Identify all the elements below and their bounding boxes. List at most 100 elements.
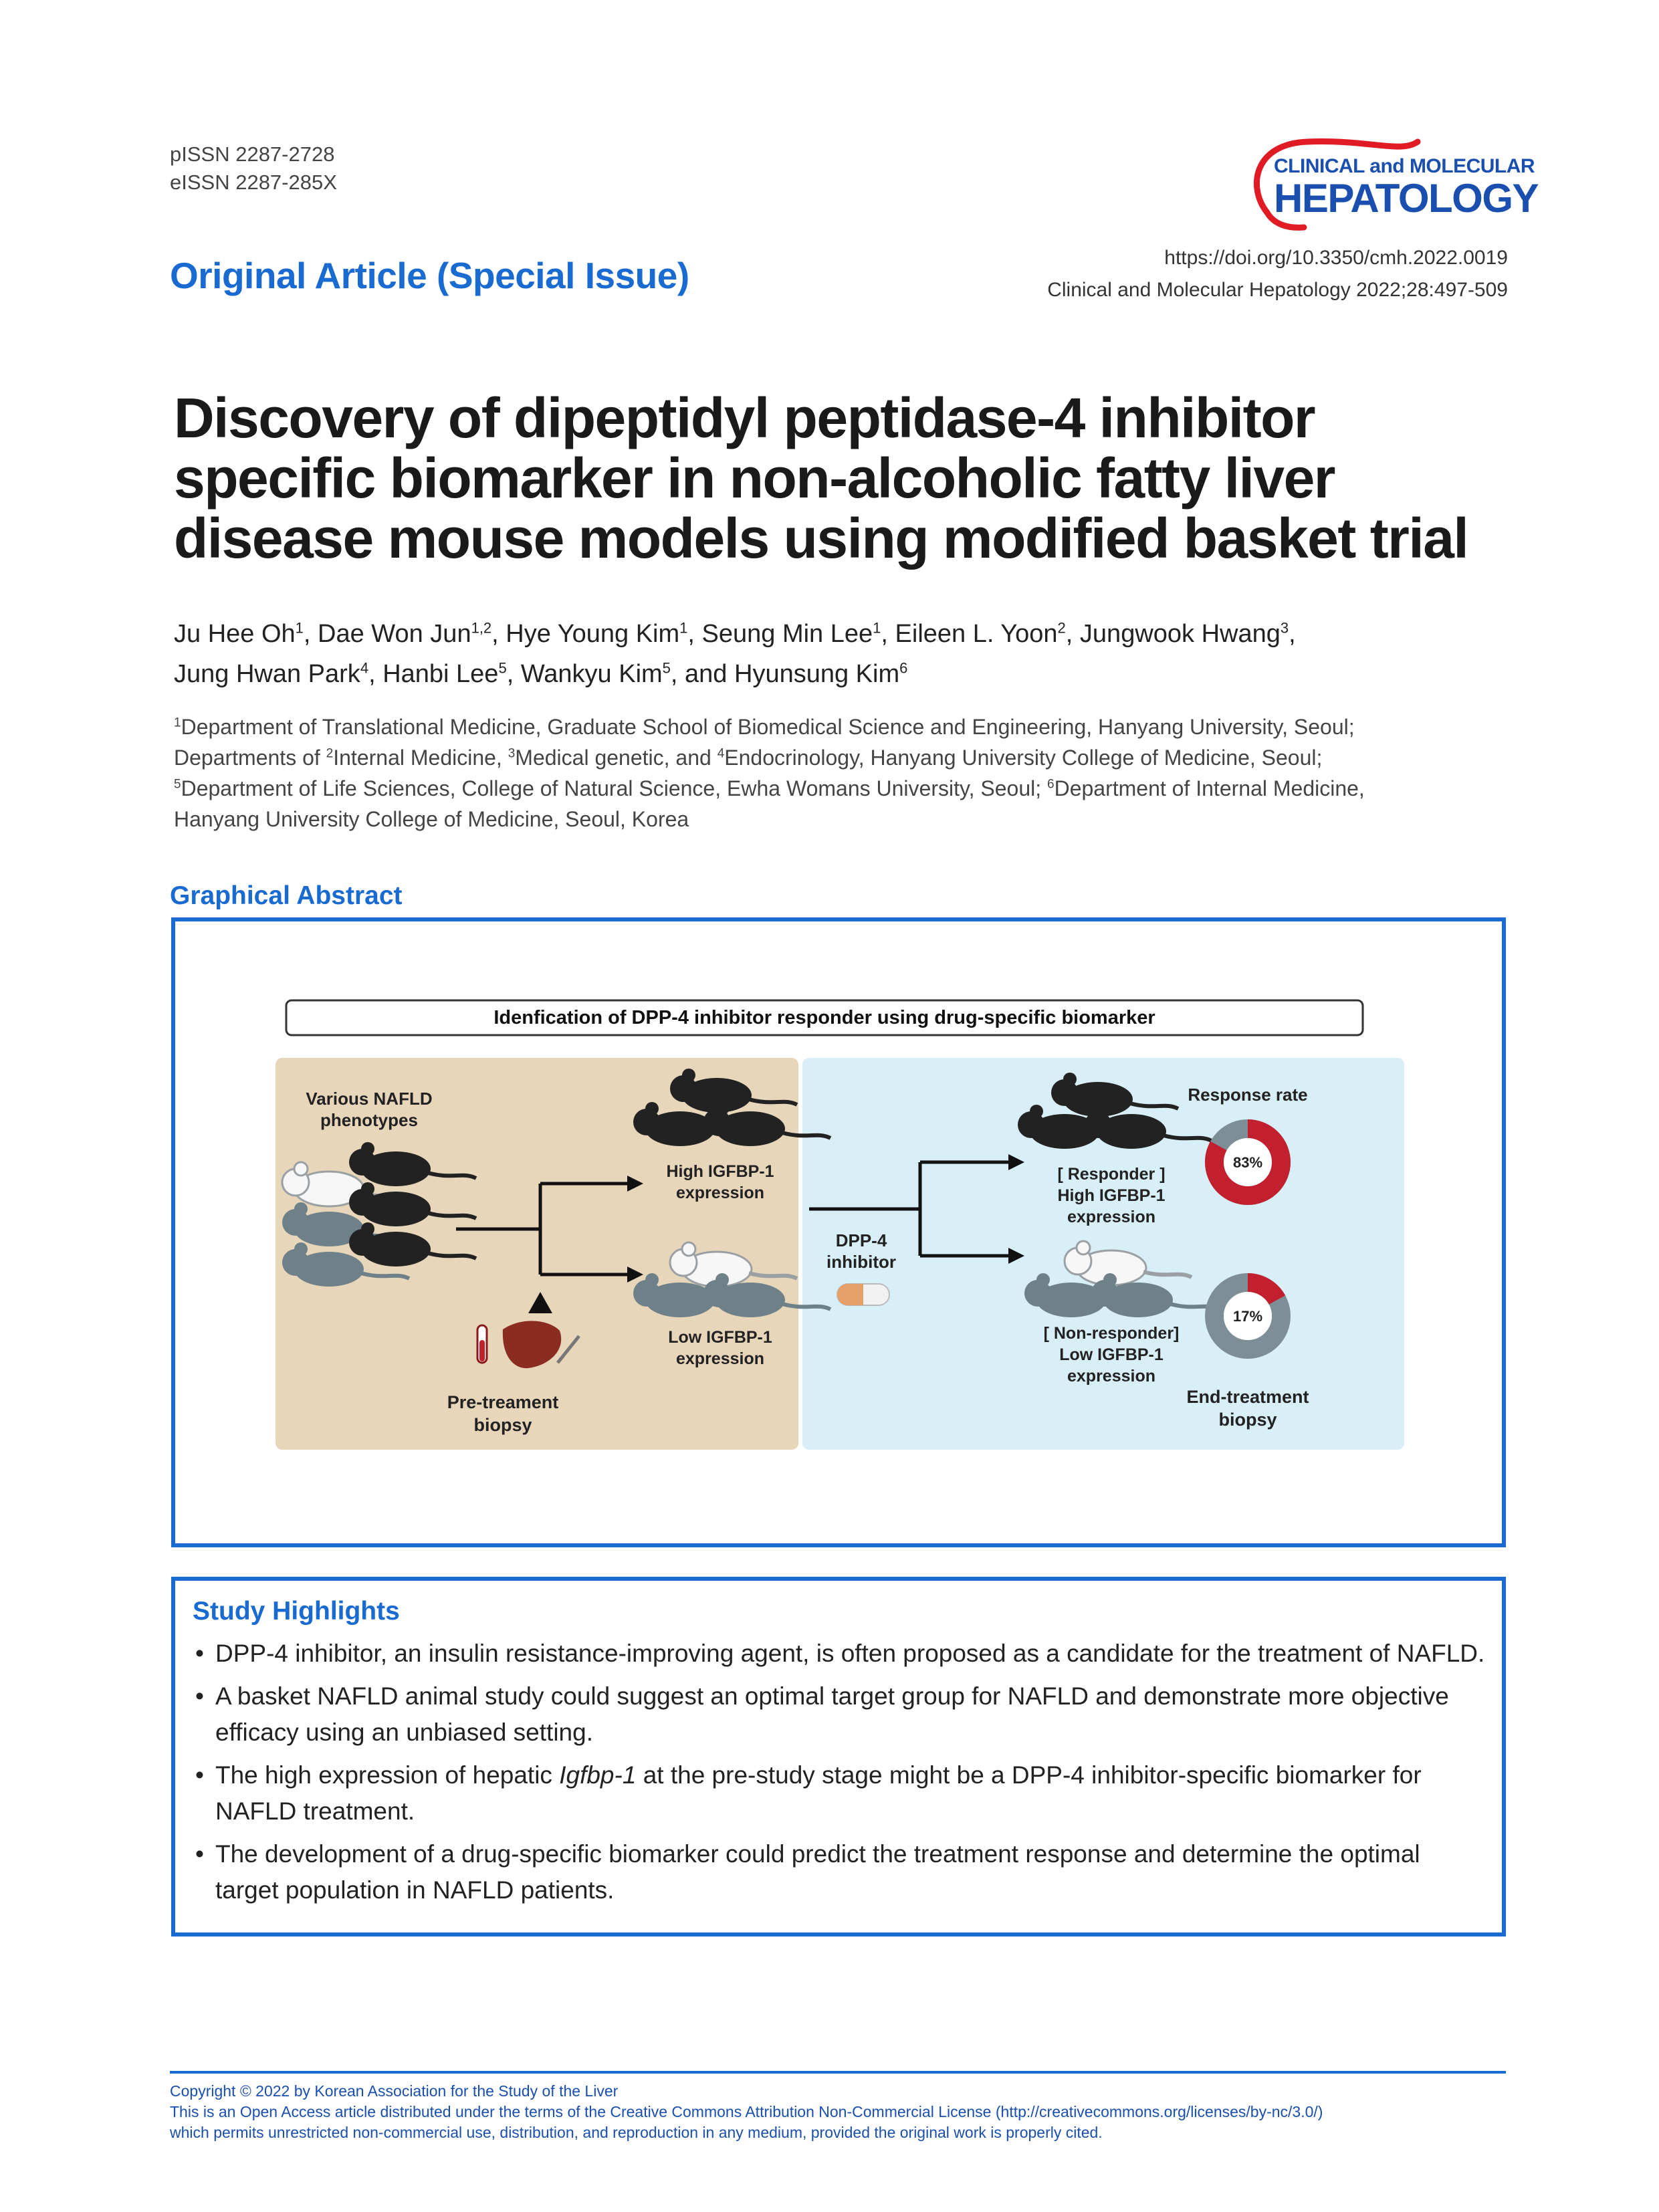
nonresponder-label-3: expression xyxy=(1067,1367,1155,1386)
split-arrow-left xyxy=(456,1182,630,1277)
affil-mark: 5 xyxy=(174,777,181,792)
affil-text: Departments of xyxy=(174,746,326,770)
affil-text: Department of Life Sciences, College of … xyxy=(181,776,1047,800)
author-affil: 3 xyxy=(1280,619,1289,637)
pill-icon xyxy=(837,1283,890,1306)
blood-tube-icon xyxy=(476,1324,488,1364)
highlight-item: DPP-4 inhibitor, an insulin resistance-i… xyxy=(193,1636,1486,1672)
affil-mark: 3 xyxy=(508,746,516,761)
study-highlights-box: Study Highlights DPP-4 inhibitor, an ins… xyxy=(171,1577,1506,1937)
donut-hole xyxy=(1224,1292,1272,1340)
title-line-3: disease mouse models using modified bask… xyxy=(174,507,1469,570)
author-affil: 2 xyxy=(1057,619,1066,637)
highlight-item: The high expression of hepatic Igfbp-1 a… xyxy=(193,1757,1486,1830)
author-affil: 4 xyxy=(360,659,369,677)
low-label-1: Low IGFBP-1 xyxy=(668,1328,772,1347)
responder-label-3: expression xyxy=(1067,1208,1155,1226)
dpp4-label-1: DPP-4 xyxy=(836,1230,887,1250)
ga-banner-text: Idenfication of DPP-4 inhibitor responde… xyxy=(493,1007,1155,1028)
donut-chart-responder xyxy=(1205,1119,1291,1205)
graphical-abstract-box: Idenfication of DPP-4 inhibitor responde… xyxy=(171,917,1506,1547)
author-separator: , xyxy=(881,620,895,648)
donut-low-label: 17% xyxy=(1233,1308,1262,1325)
needle-icon xyxy=(556,1335,580,1364)
arrow-head-icon xyxy=(1008,1248,1024,1264)
author-separator: , xyxy=(1065,620,1080,648)
author-separator: , and xyxy=(670,660,734,688)
liver-icon xyxy=(502,1321,562,1369)
author-name: Hyunsung Kim xyxy=(734,660,900,688)
affil-text: Endocrinology, Hanyang University Colleg… xyxy=(724,746,1323,770)
author-separator: , xyxy=(491,620,506,648)
affil-line-3: 5Department of Life Sciences, College of… xyxy=(174,773,1505,804)
journal-logo: CLINICAL and MOLECULAR HEPATOLOGY xyxy=(1234,134,1539,241)
author-affil: 5 xyxy=(662,659,671,677)
license-line-1[interactable]: This is an Open Access article distribut… xyxy=(170,2103,1323,2120)
doi-link[interactable]: https://doi.org/10.3350/cmh.2022.0019 xyxy=(1164,247,1508,269)
affil-line-2: Departments of 2Internal Medicine, 3Medi… xyxy=(174,742,1505,773)
article-type: Original Article (Special Issue) xyxy=(170,255,689,296)
footer-divider xyxy=(170,2071,1506,2074)
title-line-2: specific biomarker in non-alcoholic fatt… xyxy=(174,447,1336,510)
author-separator: , xyxy=(506,660,521,688)
affil-mark: 6 xyxy=(1047,777,1055,792)
affil-mark: 1 xyxy=(174,715,181,730)
graphical-abstract-figure: Idenfication of DPP-4 inhibitor responde… xyxy=(275,999,1404,1450)
author-affil: 6 xyxy=(899,659,908,677)
affil-mark: 2 xyxy=(326,746,334,761)
author-name: Eileen L. Yoon xyxy=(895,620,1058,648)
eissn: eISSN 2287-285X xyxy=(170,171,337,194)
footer: Copyright © 2022 by Korean Association f… xyxy=(170,2081,1507,2143)
graphical-abstract-label: Graphical Abstract xyxy=(170,881,403,910)
ga-banner xyxy=(285,999,1364,1036)
end-biopsy-label-1: End-treatment xyxy=(1186,1387,1309,1407)
author-separator: , xyxy=(368,660,383,688)
affil-text: Internal Medicine, xyxy=(333,746,508,770)
study-highlights-title: Study Highlights xyxy=(193,1597,400,1626)
gene-name: Igfbp-1 xyxy=(559,1761,637,1789)
author-separator: , xyxy=(687,620,702,648)
highlight-item: A basket NAFLD animal study could sugges… xyxy=(193,1678,1486,1751)
author-name: Jung Hwan Park xyxy=(174,660,360,688)
high-label-1: High IGFBP-1 xyxy=(666,1162,774,1181)
affil-text: Department of Translational Medicine, Gr… xyxy=(181,715,1355,739)
donut-segment xyxy=(1205,1119,1291,1205)
left-title-line-2: phenotypes xyxy=(320,1110,418,1130)
title-line-1: Discovery of dipeptidyl peptidase-4 inhi… xyxy=(174,386,1316,449)
affil-line-1: 1Department of Translational Medicine, G… xyxy=(174,711,1505,742)
license-line-2: which permits unrestricted non-commercia… xyxy=(170,2124,1103,2141)
article-title: Discovery of dipeptidyl peptidase-4 inhi… xyxy=(174,388,1511,568)
response-rate-label: Response rate xyxy=(1188,1085,1307,1105)
author-list: Ju Hee Oh1, Dae Won Jun1,2, Hye Young Ki… xyxy=(174,614,1505,694)
pre-biopsy-label-1: Pre-treament xyxy=(447,1392,559,1412)
pre-biopsy-label-2: biopsy xyxy=(473,1415,532,1435)
affil-text: Department of Internal Medicine, xyxy=(1054,776,1365,800)
donut-high-label: 83% xyxy=(1233,1154,1262,1171)
low-label-2: expression xyxy=(676,1349,764,1368)
donut-hole xyxy=(1224,1138,1272,1186)
arrow-head-icon xyxy=(1008,1154,1024,1170)
split-arrow-right xyxy=(809,1160,1011,1258)
donut-segment xyxy=(1205,1273,1291,1359)
issn-block: pISSN 2287-2728 eISSN 2287-285X xyxy=(170,140,337,197)
nonresponder-label-2: Low IGFBP-1 xyxy=(1059,1345,1164,1364)
arrow-head-icon xyxy=(627,1176,643,1192)
author-name: Jungwook Hwang xyxy=(1079,620,1281,648)
highlight-item: The development of a drug-specific bioma… xyxy=(193,1836,1486,1908)
author-name: Wankyu Kim xyxy=(520,660,663,688)
affiliations: 1Department of Translational Medicine, G… xyxy=(174,711,1505,835)
doi-block: https://doi.org/10.3350/cmh.2022.0019 Cl… xyxy=(1047,242,1508,306)
arrow-head-icon xyxy=(627,1266,643,1283)
author-affil: 5 xyxy=(498,659,507,677)
author-affil: 1 xyxy=(679,619,688,637)
affil-mark: 4 xyxy=(717,746,725,761)
donut-chart-nonresponder xyxy=(1205,1273,1291,1359)
left-title-line-1: Various NAFLD xyxy=(306,1089,432,1109)
author-name: Hanbi Lee xyxy=(382,660,499,688)
author-line-1: Ju Hee Oh1, Dae Won Jun1,2, Hye Young Ki… xyxy=(174,614,1505,654)
responder-label-1: [ Responder ] xyxy=(1057,1165,1165,1184)
author-separator: , xyxy=(1289,620,1296,648)
logo-swoosh-icon xyxy=(1254,138,1421,231)
author-separator: , xyxy=(303,620,318,648)
copyright: Copyright © 2022 by Korean Association f… xyxy=(170,2082,619,2100)
